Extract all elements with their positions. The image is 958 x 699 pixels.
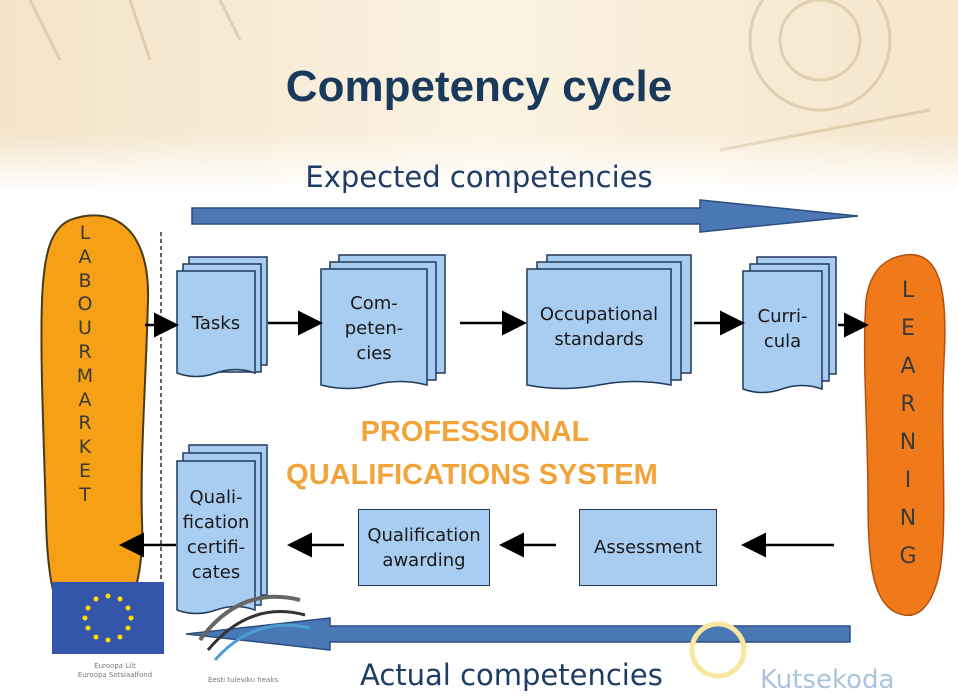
labour-market-letter: E <box>78 459 91 482</box>
labour-market-letter: O <box>77 293 93 316</box>
assessment-box <box>579 509 717 586</box>
occupational-standards-doc-stack <box>526 254 692 390</box>
curricula-doc-stack <box>742 256 837 394</box>
assessment-label: Assessment <box>594 537 702 558</box>
actual-competencies-arrow <box>185 617 851 651</box>
estonia-future-caption: Eesti tuleviku heaks <box>208 676 279 684</box>
eu-caption: Euroopa Liit Euroopa Sotsiaalfond <box>77 662 153 679</box>
qualification-certificates-doc-stack <box>176 444 268 615</box>
learning-letter: G <box>899 544 917 569</box>
qualification-certificates-label: Quali- fication certifi- cates <box>182 487 250 583</box>
estonia-future-logo <box>198 594 311 661</box>
competencies-label: Com- peten- cies <box>344 292 404 364</box>
labour-market-letter: T <box>79 483 91 506</box>
learning-letter: R <box>900 392 916 417</box>
labour-market-letter: A <box>78 388 92 411</box>
qualification-awarding-label: Qualification awarding <box>367 524 481 571</box>
tasks-doc-stack <box>176 256 268 378</box>
kutsekoda-logo-mark <box>689 621 747 679</box>
labour-market-letter: L <box>79 222 91 244</box>
kutsekoda-logo-text: Kutsekoda <box>760 665 895 695</box>
learning-letter: I <box>904 468 912 493</box>
learning-letter: A <box>900 354 916 379</box>
diagram-title: Competency cycle <box>285 62 673 111</box>
qualification-awarding-box <box>358 509 490 586</box>
expected-competencies-arrow <box>191 199 859 233</box>
labour-market-letter: K <box>78 436 92 459</box>
actual-competencies-label: Actual competencies <box>360 658 663 692</box>
expected-competencies-label: Expected competencies <box>305 160 653 194</box>
pqs-title-line-1: PROFESSIONAL <box>360 416 590 448</box>
learning-letter: L <box>901 278 915 303</box>
competencies-doc-stack <box>320 254 446 390</box>
curricula-label: Curri- cula <box>757 306 808 352</box>
labour-market-letter: A <box>78 245 92 268</box>
learning-letter: N <box>899 430 917 455</box>
labour-market-letter: M <box>76 364 94 387</box>
eu-flag-logo <box>52 582 164 654</box>
learning-letter: E <box>901 316 915 341</box>
labour-market-letter: R <box>78 340 92 363</box>
header-background <box>0 0 958 190</box>
tasks-label: Tasks <box>191 312 241 334</box>
occupational-standards-label: Occupational standards <box>539 304 659 350</box>
labour-market-letter: U <box>78 317 92 340</box>
labour-market-letter: B <box>78 269 92 292</box>
labour-market-letter: R <box>78 412 92 435</box>
pqs-title-line-2: QUALIFICATIONS SYSTEM <box>286 459 658 491</box>
learning-letter: N <box>899 506 917 531</box>
